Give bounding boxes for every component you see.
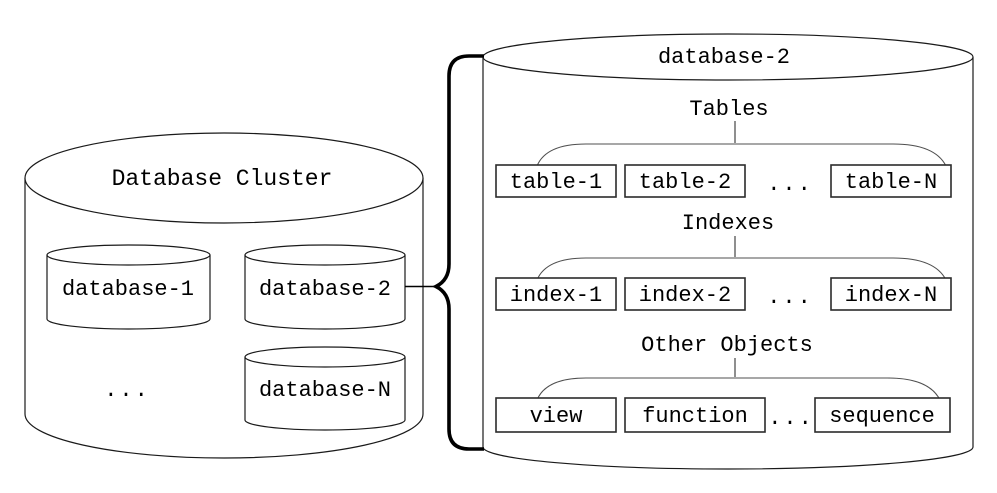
tables-branch-curve — [536, 143, 947, 167]
other-objects-section-label: Other Objects — [641, 333, 813, 358]
other-objects-branch-curve — [536, 377, 941, 401]
database-2-small-top — [244, 244, 406, 266]
database-1-label: database-1 — [62, 277, 194, 302]
index-N-box — [830, 277, 952, 311]
database-N-body — [244, 357, 406, 431]
table-2-box — [624, 164, 746, 198]
index-N-label: index-N — [845, 283, 937, 308]
table-1-label: table-1 — [510, 170, 602, 195]
detail-cylinder-body — [482, 57, 974, 470]
table-N-box — [830, 164, 952, 198]
tables-section: Tables table-1 table-2 ... table-N — [495, 97, 952, 198]
cluster-ellipsis: ... — [104, 378, 150, 403]
database-1-top — [46, 244, 211, 266]
database-2-small-cylinder: database-2 — [244, 244, 406, 330]
database-N-label: database-N — [259, 378, 391, 403]
indexes-ellipsis: ... — [767, 285, 813, 310]
database-2-detail-cylinder: database-2 — [482, 33, 974, 470]
view-box — [495, 397, 617, 433]
database-1-body — [46, 255, 211, 330]
database-N-top — [244, 346, 406, 368]
sequence-label: sequence — [829, 404, 935, 429]
database-cluster-title: Database Cluster — [112, 166, 333, 192]
other-objects-ellipsis: ... — [768, 406, 814, 431]
database-2-detail-title: database-2 — [658, 45, 790, 70]
cluster-cylinder-top — [24, 132, 424, 224]
index-1-label: index-1 — [510, 283, 602, 308]
table-N-label: table-N — [845, 170, 937, 195]
tables-section-label: Tables — [689, 97, 768, 122]
table-1-box — [495, 164, 617, 198]
indexes-branch-curve — [536, 257, 947, 281]
function-label: function — [642, 404, 748, 429]
tables-ellipsis: ... — [767, 172, 813, 197]
view-label: view — [530, 404, 583, 429]
brace-connector — [431, 54, 484, 451]
index-2-label: index-2 — [639, 283, 731, 308]
index-1-box — [495, 277, 617, 311]
indexes-section: Indexes index-1 index-2 ... index-N — [495, 211, 952, 311]
indexes-section-label: Indexes — [682, 211, 774, 236]
database-2-small-body — [244, 255, 406, 330]
function-box — [624, 397, 766, 433]
sequence-box — [814, 397, 951, 433]
database-N-cylinder: database-N — [244, 346, 406, 431]
other-objects-section: Other Objects view function ... sequence — [495, 333, 951, 433]
table-2-label: table-2 — [639, 170, 731, 195]
index-2-box — [624, 277, 746, 311]
database-1-cylinder: database-1 — [46, 244, 211, 330]
database-2-small-label: database-2 — [259, 277, 391, 302]
